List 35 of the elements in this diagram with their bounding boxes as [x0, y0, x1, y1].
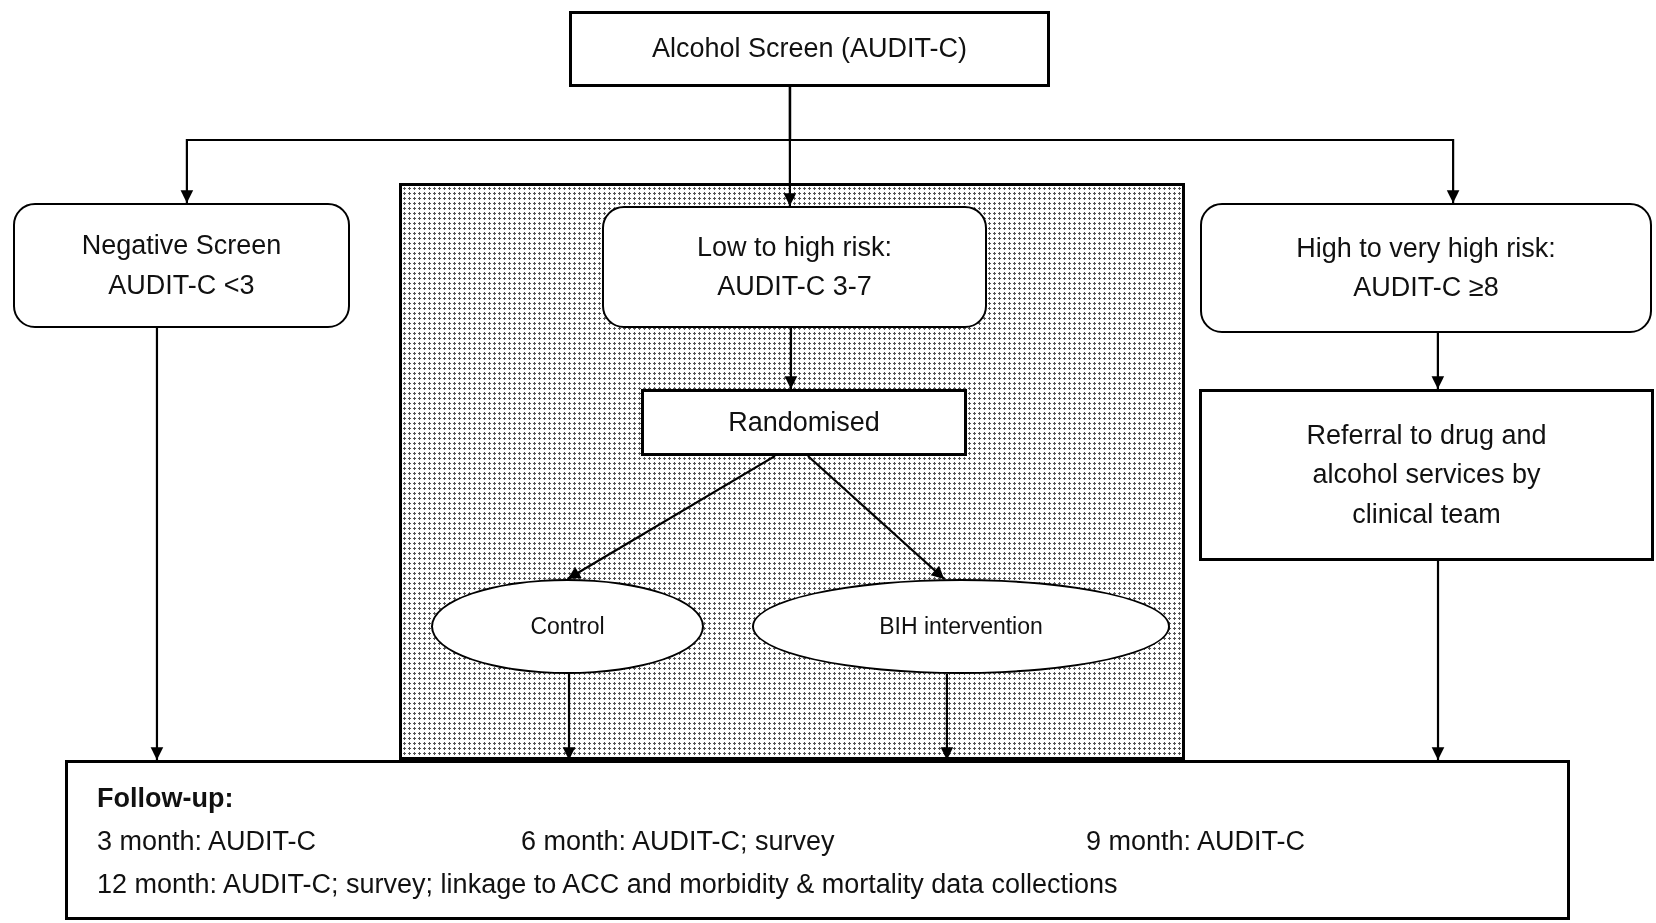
node-label: Negative Screen	[81, 229, 282, 263]
heading: Follow-up:	[97, 782, 235, 815]
node-label: High to very high risk:	[1296, 231, 1556, 265]
process-box	[569, 11, 1050, 87]
rounded-box	[13, 203, 350, 328]
node-label: 12 month: AUDIT-C; survey; linkage to ACC and morbidity & mortality data collections	[97, 868, 1119, 902]
arrow	[1431, 561, 1445, 760]
arrow	[788, 87, 1460, 203]
arrow	[566, 455, 776, 580]
node-label: 3 month: AUDIT-C	[97, 825, 318, 859]
node-label: Alcohol Screen (AUDIT-C)	[651, 32, 968, 66]
ellipse-node	[431, 579, 704, 674]
node-label: AUDIT-C <3	[108, 268, 255, 302]
node-label: Control	[530, 611, 605, 641]
node-label: 6 month: AUDIT-C; survey	[521, 825, 836, 859]
arrow	[940, 674, 954, 760]
rounded-box	[602, 206, 987, 328]
node-label: Low to high risk:	[696, 230, 893, 264]
arrow	[1431, 333, 1445, 389]
arrow	[562, 674, 576, 760]
node-label: AUDIT-C 3-7	[717, 270, 872, 303]
node-label: BIH intervention	[879, 611, 1043, 641]
rounded-box	[1200, 203, 1652, 333]
process-box	[1199, 389, 1654, 561]
shaded-group-box	[399, 183, 1185, 760]
node-label: 9 month: AUDIT-C	[1086, 825, 1307, 859]
arrow	[784, 328, 798, 389]
process-box	[641, 389, 967, 456]
node-label: AUDIT-C ≥8	[1353, 271, 1499, 304]
arrow	[150, 328, 164, 760]
arrow	[807, 455, 945, 580]
node-label: Randomised	[728, 405, 880, 439]
follow-up-box	[65, 760, 1570, 920]
node-label: Referral to drug and alcohol services by clinical team	[1305, 419, 1548, 531]
ellipse-node	[752, 579, 1170, 674]
